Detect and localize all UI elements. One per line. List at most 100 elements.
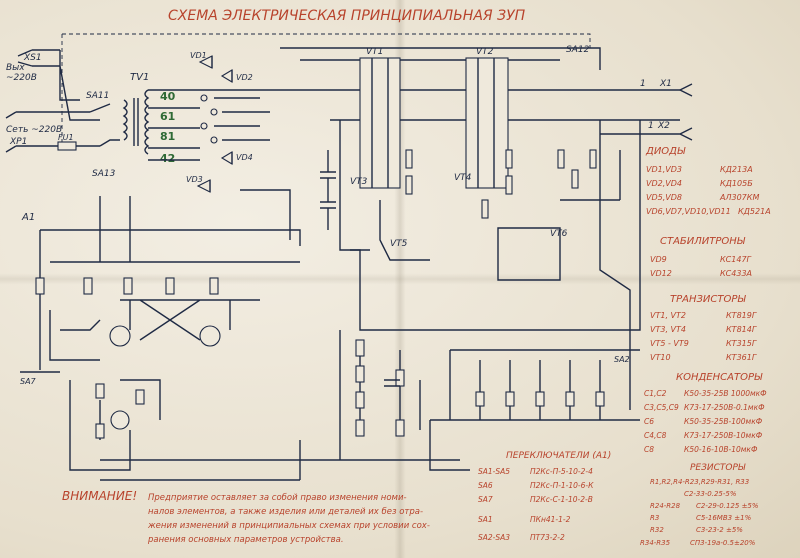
legend-cap-ref-1: C3,C5,C9 xyxy=(644,403,679,412)
legend-diode-ref-1: VD2,VD4 xyxy=(646,179,682,188)
legend-trans-part-0: КТ819Г xyxy=(726,311,757,320)
legend-diode-part-0: КД213А xyxy=(720,165,753,174)
legend-cap-ref-0: C1,C2 xyxy=(644,389,667,398)
legend-cap-part-1: К73-17-250В-0.1мкФ xyxy=(684,403,765,412)
legend-sw-ref-4: SA2-SA3 xyxy=(478,533,510,542)
sa12-label: SA12 xyxy=(566,45,590,55)
diode-vd3: VD3 xyxy=(186,175,211,193)
vt6-label: VT6 xyxy=(550,229,568,239)
resistor-ladder-center xyxy=(339,330,421,460)
vt3-label: VT3 xyxy=(350,177,368,187)
wire-bottom-bus xyxy=(100,440,460,481)
legend-res-part-5: СП3-19а-0.5±20% xyxy=(690,539,756,547)
sa13-label: SA13 xyxy=(92,169,116,179)
connector-mains: Сеть ~220В XP1 FU1 xyxy=(5,111,100,153)
legend-diode-ref-2: VD5,VD8 xyxy=(646,193,682,202)
legend-caps-title: КОНДЕНСАТОРЫ xyxy=(676,372,763,383)
x1-pin: 1 xyxy=(640,79,646,89)
sa7-label: SA7 xyxy=(20,377,37,386)
tap-81: 81 xyxy=(160,130,175,143)
sa2-label: SA2 xyxy=(614,355,630,364)
legend-sw-part-2: П2Кс-С-1-10-2-В xyxy=(530,495,593,504)
legend-cap-ref-2: C6 xyxy=(644,417,654,426)
xs1-volts: ~220В xyxy=(6,73,37,83)
legend-sw-part-1: П2Кс-П-1-10-6-К xyxy=(530,481,594,490)
x1-label: X1 xyxy=(659,79,672,89)
legend-cap-ref-3: C4,C8 xyxy=(644,431,667,440)
legend-res-part-3: С5-16МВ3 ±1% xyxy=(696,514,752,522)
wire-vt5-loop xyxy=(350,200,430,261)
enclosure-outline xyxy=(61,33,591,150)
sa11-label: SA11 xyxy=(86,91,109,101)
connector-xs1: XS1 Вых ~220В xyxy=(6,49,60,83)
legend-stab-ref-1: VD12 xyxy=(650,269,672,278)
fuse-fu1 xyxy=(57,141,77,151)
tap-switch-contacts xyxy=(200,94,270,144)
legend-transistors: ТРАНЗИСТОРЫ VT1, VT2 КТ819Г VT3, VT4 КТ8… xyxy=(650,294,757,362)
legend-sw-part-4: ПТ73-2-2 xyxy=(530,533,565,542)
rail-top xyxy=(200,47,680,91)
transformer-tv1: TV1 40 61 81 42 xyxy=(122,72,200,165)
xs1-label: XS1 xyxy=(23,53,42,63)
tap-42: 42 xyxy=(160,152,175,165)
diode-vd4: VD4 xyxy=(220,151,253,165)
legend-trans-ref-0: VT1, VT2 xyxy=(650,311,686,320)
legend-diodes-title: ДИОДЫ xyxy=(645,146,686,157)
legend-diode-part-1: КД105Б xyxy=(720,179,753,188)
legend-res-title: РЕЗИСТОРЫ xyxy=(690,463,746,473)
output-x1: 1 X1 xyxy=(640,79,693,97)
warning-lead: ВНИМАНИЕ! xyxy=(62,489,137,503)
warning-note: ВНИМАНИЕ! Предприятие оставляет за собой… xyxy=(62,489,430,545)
legend-res-ref-4: R32 xyxy=(650,526,664,534)
diode-vd2: VD2 xyxy=(220,69,253,83)
diagram-title: СХЕМА ЭЛЕКТРИЧЕСКАЯ ПРИНЦИПИАЛЬНАЯ ЗУП xyxy=(168,8,526,24)
vt4-label: VT4 xyxy=(454,173,472,183)
legend-diodes: ДИОДЫ VD1,VD3 КД213А VD2,VD4 КД105Б VD5,… xyxy=(645,146,771,216)
tap-61: 61 xyxy=(160,110,175,123)
legend-diode-part-2: АЛ307КМ xyxy=(719,193,759,202)
legend-stab-part-1: КС433А xyxy=(720,269,752,278)
vt1-label: VT1 xyxy=(366,47,383,57)
output-x2: 1 X2 xyxy=(600,121,693,141)
vt2-label: VT2 xyxy=(476,47,494,57)
legend-stab-title: СТАБИЛИТРОНЫ xyxy=(660,236,746,247)
legend-stab-ref-0: VD9 xyxy=(650,255,667,264)
legend-cap-part-4: К50-16-10В-10мкФ xyxy=(684,445,758,454)
legend-sw-ref-1: SA6 xyxy=(478,481,493,490)
x2-label: X2 xyxy=(657,121,670,131)
resistor-bank-upper xyxy=(405,149,597,219)
legend-capacitors: КОНДЕНСАТОРЫ C1,C2 К50-35-25В 1000мкФ C3… xyxy=(644,372,767,454)
legend-trans-part-1: КТ814Г xyxy=(726,325,757,334)
tv1-label: TV1 xyxy=(130,72,149,83)
legend-res-part-4: С3-23-2 ±5% xyxy=(696,526,743,534)
legend-res-part-1: С2-33-0.25-5% xyxy=(684,490,737,498)
legend-res-ref-2: R24-R28 xyxy=(650,502,681,510)
legend-sw-ref-2: SA7 xyxy=(478,495,493,504)
vt5-label: VT5 xyxy=(390,239,408,249)
diode-vd1: VD1 xyxy=(190,51,213,69)
tap-40: 40 xyxy=(160,90,176,103)
legend-sw-part-3: ПКн41-1-2 xyxy=(530,515,571,524)
legend-res-ref-5: R34-R35 xyxy=(640,539,671,547)
vd3-label: VD3 xyxy=(186,175,203,184)
legend-res-part-2: С2-29-0.125 ±5% xyxy=(696,502,759,510)
warning-line-1: Предприятие оставляет за собой право изм… xyxy=(148,493,407,503)
mains-label: Сеть ~220В xyxy=(6,125,62,135)
legend-stab-part-0: КС147Г xyxy=(720,255,752,264)
fu1-label: FU1 xyxy=(58,133,74,142)
legend-trans-ref-1: VT3, VT4 xyxy=(650,325,686,334)
legend-res-ref-0: R1,R2,R4-R23,R29-R31, R33 xyxy=(650,478,749,486)
legend-trans-ref-3: VT10 xyxy=(650,353,671,362)
warning-line-4: ранения основных параметров устройства. xyxy=(147,535,344,545)
legend-sw-title: ПЕРЕКЛЮЧАТЕЛИ (А1) xyxy=(506,451,611,461)
legend-switches: ПЕРЕКЛЮЧАТЕЛИ (А1) SA1-SA5 П2Кс-П-5-10-2… xyxy=(478,451,611,542)
legend-sw-ref-3: SA1 xyxy=(478,515,493,524)
x2-pin: 1 xyxy=(648,121,654,131)
legend-trans-title: ТРАНЗИСТОРЫ xyxy=(670,294,746,305)
vd1-label: VD1 xyxy=(190,51,207,60)
wire-vt6-box xyxy=(497,227,561,281)
legend-stab: СТАБИЛИТРОНЫ VD9 КС147Г VD12 КС433А xyxy=(650,236,752,278)
control-board-a1: A1 SA7 xyxy=(20,196,301,386)
warning-line-2: налов элементов, а также изделия или дет… xyxy=(148,507,423,517)
